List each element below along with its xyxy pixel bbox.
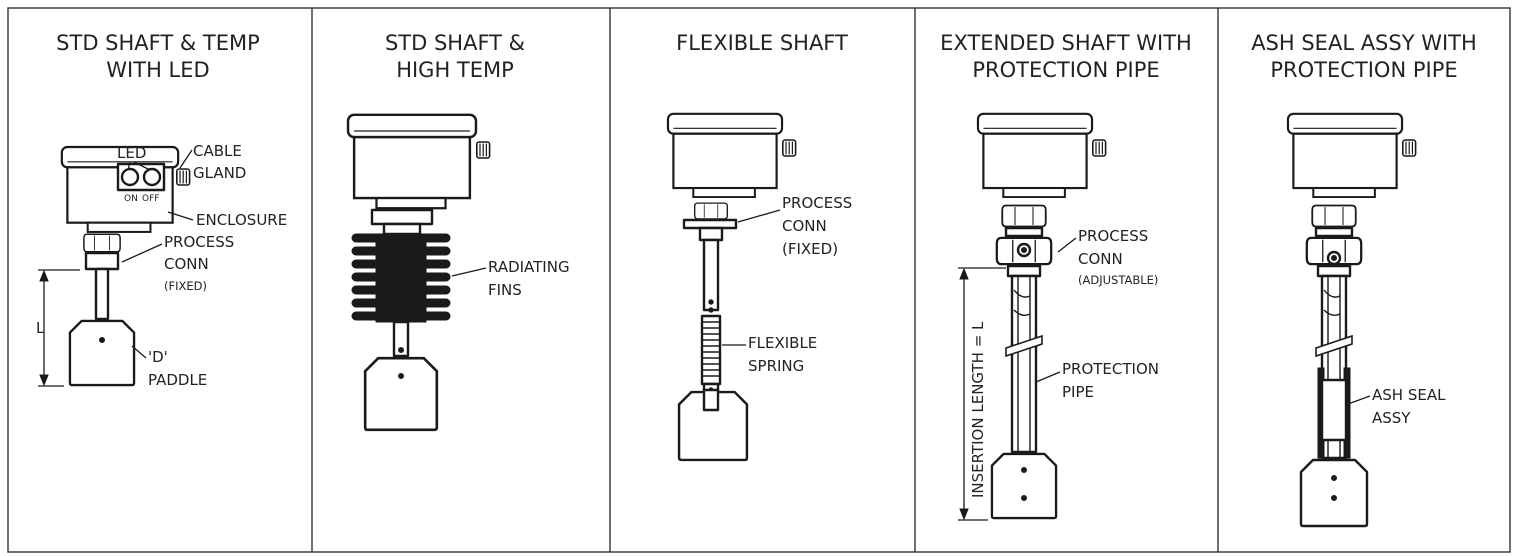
panel-flexible-shaft: FLEXIBLE SHAFT PROCESS CONN (	[666, 31, 852, 462]
panel-4-title-line2: PROTECTION PIPE	[972, 58, 1159, 82]
panel-1-title-line2: WITH LED	[106, 58, 209, 82]
led-on-label: ON	[124, 194, 138, 204]
fins-label-2: FINS	[488, 281, 522, 299]
shaft	[94, 267, 110, 321]
process-conn-label-2: CONN	[1078, 250, 1123, 268]
process-conn-label-3: (FIXED)	[782, 240, 838, 258]
enclosure-label: ENCLOSURE	[196, 211, 287, 229]
panel-5-title-line1: ASH SEAL ASSY WITH	[1251, 31, 1477, 55]
insertion-length-label: INSERTION LENGTH = L	[969, 321, 987, 498]
led-off-label: OFF	[142, 194, 159, 204]
process-conn-label-1: PROCESS	[782, 194, 852, 212]
ash-seal-label-2: ASSY	[1372, 409, 1411, 427]
paddle-label-2: PADDLE	[148, 371, 207, 389]
spring-label-1: FLEXIBLE	[748, 334, 817, 352]
panel-2-title-line2: HIGH TEMP	[396, 58, 514, 82]
led-off-indicator	[142, 167, 162, 187]
d-paddle	[363, 356, 439, 432]
hexnut-upper	[1311, 204, 1357, 228]
spring-label-2: SPRING	[748, 357, 804, 375]
process-conn-label-3: (FIXED)	[164, 279, 207, 293]
led-label: LED	[117, 144, 146, 162]
cable-gland-label-2: GLAND	[193, 164, 246, 182]
d-paddle	[990, 452, 1058, 520]
panel-1-title-line1: STD SHAFT & TEMP	[56, 31, 260, 55]
panel-extended-shaft: EXTENDED SHAFT WITH PROTECTION PIPE INSE…	[940, 31, 1192, 521]
ash-seal-assy	[1317, 367, 1351, 459]
enclosure-drawing: ON OFF	[60, 145, 191, 233]
radiating-fins	[351, 233, 451, 323]
enclosure-drawing	[666, 112, 784, 198]
enclosure-drawing	[976, 112, 1094, 198]
cable-gland-label-1: CABLE	[193, 142, 242, 160]
fins-label-1: RADIATING	[488, 258, 570, 276]
d-paddle	[1299, 458, 1369, 528]
panel-4-title-line1: EXTENDED SHAFT WITH	[940, 31, 1192, 55]
process-conn-nut	[82, 233, 122, 253]
process-conn-thread	[84, 251, 120, 271]
process-conn-label-2: CONN	[164, 255, 209, 273]
flexible-spring	[700, 314, 722, 386]
panel-frames	[7, 7, 1511, 553]
enclosure-drawing	[346, 113, 478, 210]
panel-3-title: FLEXIBLE SHAFT	[676, 31, 848, 55]
hexnut-upper	[1001, 204, 1047, 228]
enclosure-drawing	[1286, 112, 1404, 198]
process-conn-label-1: PROCESS	[1078, 227, 1148, 245]
insertion-length-dimension: INSERTION LENGTH = L	[958, 267, 1006, 521]
protection-pipe	[1005, 274, 1043, 454]
process-conn-label-2: CONN	[782, 217, 827, 235]
panel-std-shaft-led: STD SHAFT & TEMP WITH LED ON OFF L LED	[36, 31, 287, 389]
paddle-label-1: 'D'	[148, 348, 168, 366]
length-label: L	[36, 319, 45, 337]
led-on-indicator	[120, 167, 140, 187]
protection-pipe-label-2: PIPE	[1062, 383, 1094, 401]
shaft	[392, 320, 410, 358]
protection-pipe-label-1: PROTECTION	[1062, 360, 1159, 378]
panel-ash-seal: ASH SEAL ASSY WITH PROTECTION PIPE ASH S…	[1251, 31, 1477, 528]
panel-2-title-line1: STD SHAFT &	[385, 31, 525, 55]
panel-5-title-line2: PROTECTION PIPE	[1270, 58, 1457, 82]
d-paddle	[68, 319, 136, 387]
ash-seal-label-1: ASH SEAL	[1372, 386, 1446, 404]
process-conn-label-3: (ADJUSTABLE)	[1078, 273, 1158, 287]
length-dimension: L	[36, 269, 80, 387]
process-conn-label-1: PROCESS	[164, 233, 234, 251]
panel-high-temp: STD SHAFT & HIGH TEMP RADIATING FINS	[346, 31, 570, 432]
